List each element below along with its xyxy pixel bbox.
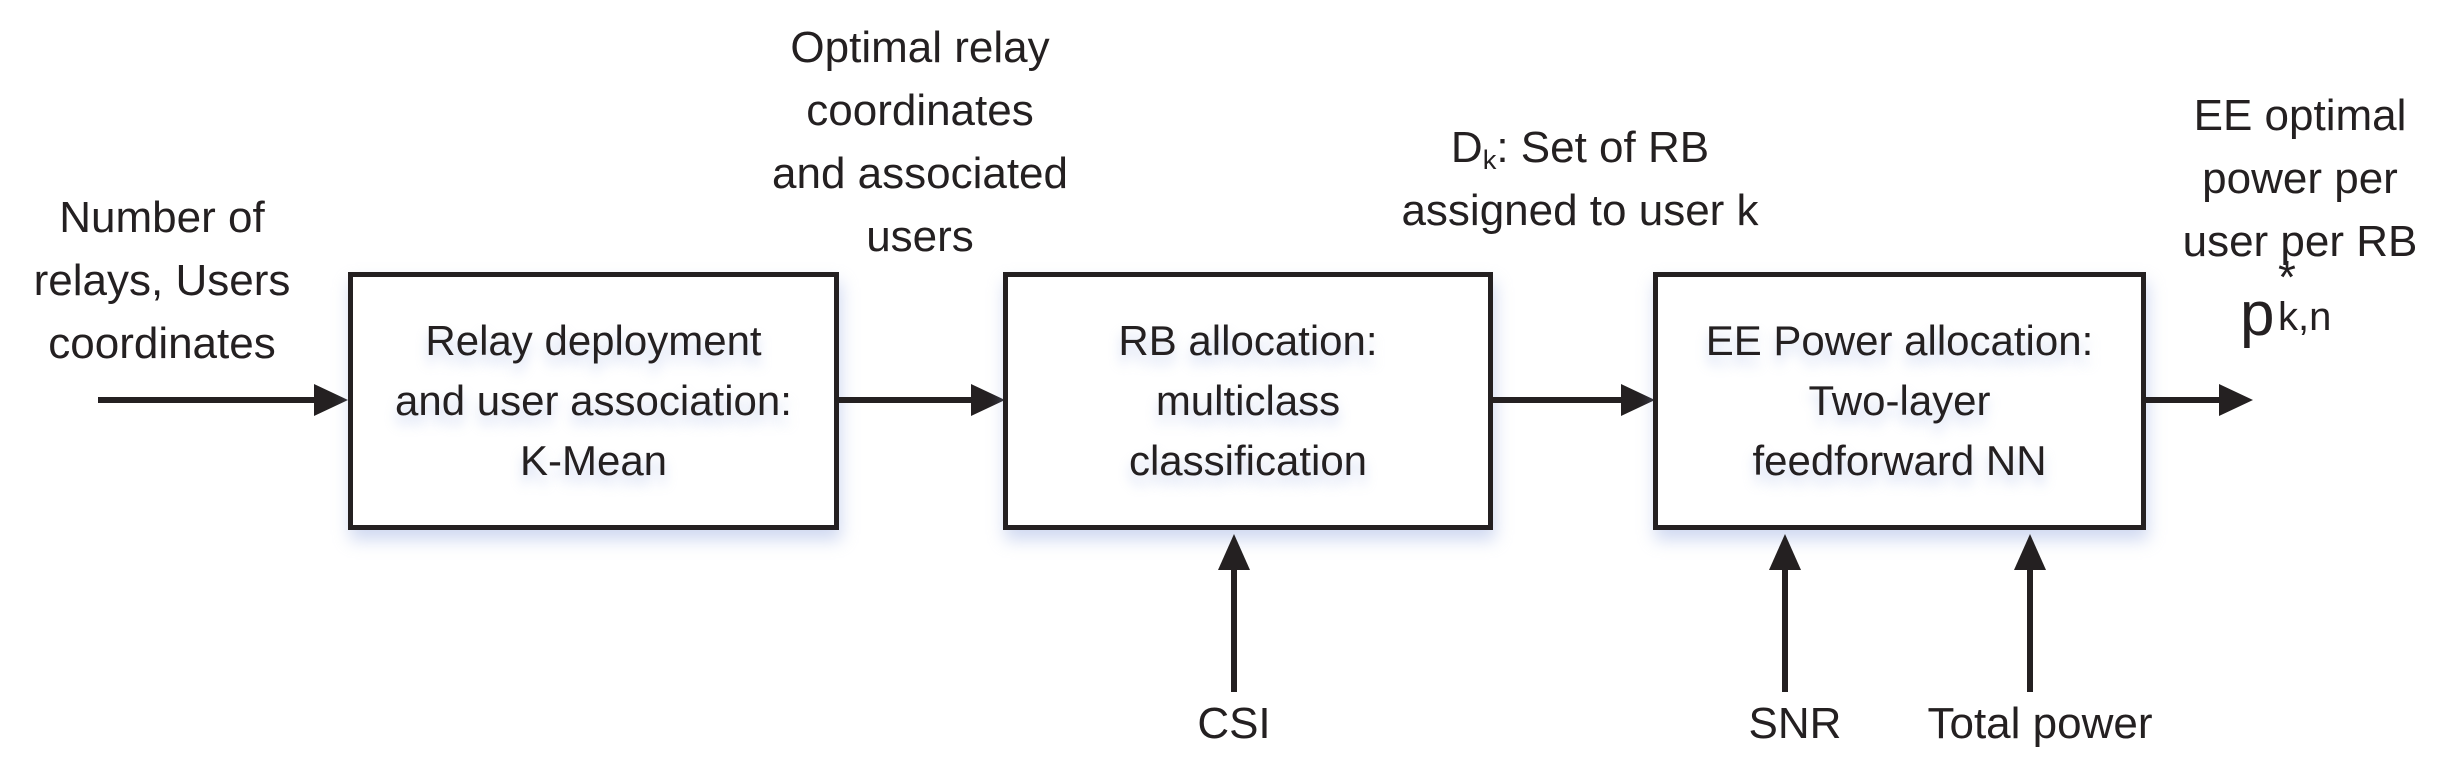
formula-base: p <box>2240 280 2275 349</box>
arrowhead-right <box>314 384 348 416</box>
box-line: and user association: <box>395 377 792 424</box>
edge-label-line: and associated <box>772 149 1068 198</box>
total-power-label: Total power <box>1897 692 2183 755</box>
box-line: Two-layer <box>1808 377 1991 424</box>
box-rb-allocation: RB allocation: multiclass classification <box>1003 272 1493 530</box>
input-label-line: coordinates <box>48 319 276 368</box>
snr-label-text: SNR <box>1748 699 1842 748</box>
arrow-shaft <box>2027 564 2033 692</box>
arrow-relay-to-rb <box>839 383 1005 417</box>
input-label-line: relays, Users <box>33 256 291 305</box>
edge-label-line: coordinates <box>806 86 1034 135</box>
edge-label-dk: Dk: Set of RB assigned to user k <box>1375 116 1785 242</box>
edge-label-line: users <box>866 212 974 261</box>
formula-superscript: * <box>2278 251 2296 303</box>
input-label: Number of relays, Users coordinates <box>12 186 312 375</box>
formula-scripts: * k,n <box>2278 251 2332 340</box>
box-line: Relay deployment <box>425 317 762 364</box>
arrow-shaft <box>839 397 977 403</box>
arrow-shaft <box>2143 397 2225 403</box>
arrow-shaft <box>1493 397 1627 403</box>
csi-label-text: CSI <box>1197 699 1271 748</box>
arrow-total-power-input <box>2014 534 2046 692</box>
box-line: EE Power allocation: <box>1705 317 2094 364</box>
output-label: EE optimal power per user per RB <box>2156 84 2444 273</box>
output-label-line: power per <box>2202 154 2398 203</box>
arrow-output <box>2143 383 2253 417</box>
output-formula: p * k,n <box>2240 254 2331 349</box>
snr-label: SNR <box>1725 692 1865 755</box>
box-line: K-Mean <box>519 437 668 484</box>
formula-subscript: k,n <box>2278 295 2332 340</box>
box-line: classification <box>1128 437 1368 484</box>
arrow-snr-input <box>1769 534 1801 692</box>
arrow-shaft <box>1782 564 1788 692</box>
edge-label-optimal-relay: Optimal relay coordinates and associated… <box>742 16 1098 268</box>
arrowhead-right <box>2219 384 2253 416</box>
csi-label: CSI <box>1164 692 1304 755</box>
total-power-label-text: Total power <box>1927 699 2153 748</box>
output-label-line: EE optimal <box>2193 91 2407 140</box>
arrow-csi-input <box>1218 534 1250 692</box>
box-line: multiclass <box>1155 377 1341 424</box>
arrow-input-to-relay-box <box>98 383 348 417</box>
input-label-line: Number of <box>59 193 265 242</box>
arrowhead-right <box>971 384 1005 416</box>
edge-label-line: Optimal relay <box>790 23 1050 72</box>
box-line: feedforward NN <box>1752 437 2047 484</box>
arrow-shaft <box>98 397 320 403</box>
subscript-k: k <box>1482 143 1497 175</box>
box-relay-deployment: Relay deployment and user association: K… <box>348 272 839 530</box>
edge-label-line: assigned to user k <box>1401 186 1759 235</box>
box-ee-power-allocation: EE Power allocation: Two-layer feedforwa… <box>1653 272 2146 530</box>
arrowhead-right <box>1621 384 1655 416</box>
box-line: RB allocation: <box>1118 317 1378 364</box>
arrow-shaft <box>1231 564 1237 692</box>
output-label-line: user per RB <box>2182 217 2418 266</box>
arrow-rb-to-power <box>1493 383 1655 417</box>
edge-label-line: Dk: Set of RB <box>1450 123 1710 175</box>
